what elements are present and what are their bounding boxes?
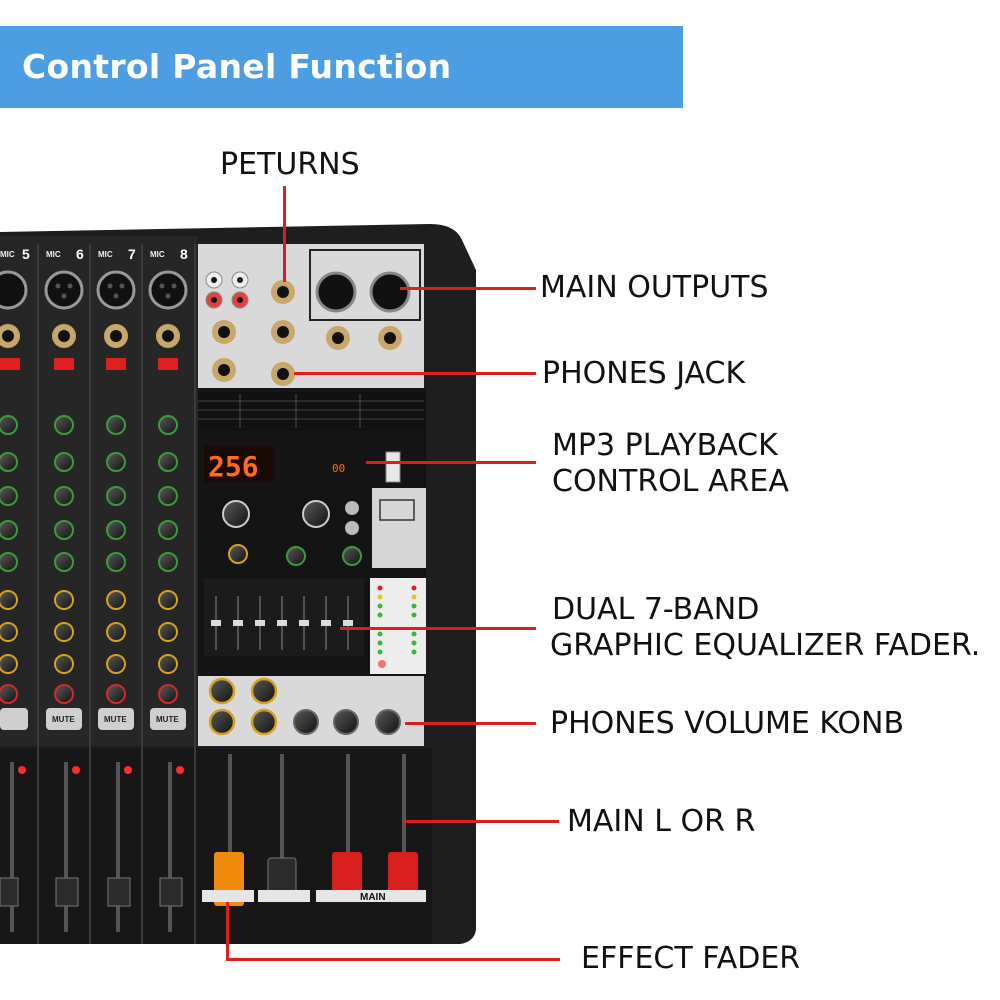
- phantom-buttons: [0, 358, 178, 370]
- fader-bay: [0, 748, 432, 944]
- sound-card-panel: [372, 488, 426, 568]
- effect-strip-label: [202, 890, 254, 902]
- main-outputs-callout: MAIN OUTPUTS: [540, 270, 769, 305]
- usb-port: [385, 451, 401, 483]
- mp3-display: 00: [332, 462, 345, 475]
- main-outputs-callout-line: [400, 287, 536, 290]
- returns-callout: PETURNS: [220, 147, 360, 182]
- led-display: [204, 446, 274, 482]
- geq-callout-line: [340, 627, 536, 630]
- mp3-program-knob: [302, 500, 330, 528]
- page-title: Control Panel Function Introduction: [22, 47, 452, 168]
- mp3-callout-line2: CONTROL AREA: [552, 464, 789, 499]
- led-display-value: 256: [208, 450, 259, 483]
- mute-buttons: MUTE MUTE MUTE: [0, 708, 186, 730]
- geq-callout-line1: DUAL 7-BAND: [552, 592, 760, 627]
- master-fader-tracks: [228, 754, 406, 894]
- geq-callout-line2: GRAPHIC EQUALIZER FADER.: [550, 628, 981, 663]
- returns-callout-line-v: [283, 186, 286, 282]
- svg-text:8: 8: [180, 246, 188, 262]
- line-jacks: [0, 324, 180, 348]
- meter-panel: [370, 578, 426, 674]
- aux-jacks: [212, 320, 402, 382]
- svg-text:MUTE: MUTE: [52, 715, 75, 724]
- phones-volume-knob: [375, 709, 401, 735]
- svg-text:7: 7: [128, 246, 136, 262]
- phones-jack-callout-line: [294, 372, 536, 375]
- phones-volume-callout-line: [405, 722, 536, 725]
- channel-label-7: MIC: [98, 250, 113, 259]
- rca-jacks: [205, 271, 249, 309]
- monitor-fader-cap: [267, 857, 297, 895]
- level-meter-leds: [377, 585, 417, 668]
- channel-label-6: MIC: [46, 250, 61, 259]
- svg-text:6: 6: [76, 246, 84, 262]
- main-right-fader-cap: [388, 852, 418, 896]
- main-outputs-box: [309, 249, 421, 321]
- main-strip-label: [316, 890, 426, 902]
- mixer-illustration: MIC MIC MIC MIC 5 6 7 8: [0, 224, 476, 944]
- mp3-callout-line1: MP3 PLAYBACK: [552, 428, 778, 463]
- svg-text:MUTE: MUTE: [104, 715, 127, 724]
- xlr-inputs: [0, 270, 188, 310]
- phones-volume-callout: PHONES VOLUME KONB: [550, 706, 905, 741]
- effect-callout-line-h: [226, 958, 560, 961]
- channel-knobs: [0, 415, 178, 704]
- main-lr-callout: MAIN L OR R: [567, 804, 756, 839]
- effect-callout-line-v: [226, 902, 229, 960]
- main-output-xlr-right: [369, 271, 411, 313]
- channel-faders: [0, 762, 183, 932]
- main-left-fader-cap: [332, 852, 362, 896]
- svg-text:5: 5: [22, 246, 30, 262]
- channel-label-8: MIC: [150, 250, 165, 259]
- phones-jack-callout: PHONES JACK: [542, 356, 746, 391]
- geq-panel: [204, 578, 364, 656]
- program-knob: [222, 500, 250, 528]
- mp3-callout-line: [366, 461, 536, 464]
- svg-text:MAIN: MAIN: [360, 892, 386, 903]
- peak-leds: [18, 766, 184, 774]
- svg-text:MUTE: MUTE: [156, 715, 179, 724]
- channel-label-5: MIC: [0, 250, 15, 259]
- effect-fader-callout: EFFECT FADER: [581, 941, 801, 976]
- main-output-xlr-left: [315, 271, 357, 313]
- main-lr-callout-line: [404, 820, 559, 823]
- fx-table: [198, 392, 424, 430]
- laptop-icon: [379, 499, 415, 521]
- page-title-banner: Control Panel Function Introduction: [0, 26, 683, 168]
- monitor-strip-label: [258, 890, 310, 902]
